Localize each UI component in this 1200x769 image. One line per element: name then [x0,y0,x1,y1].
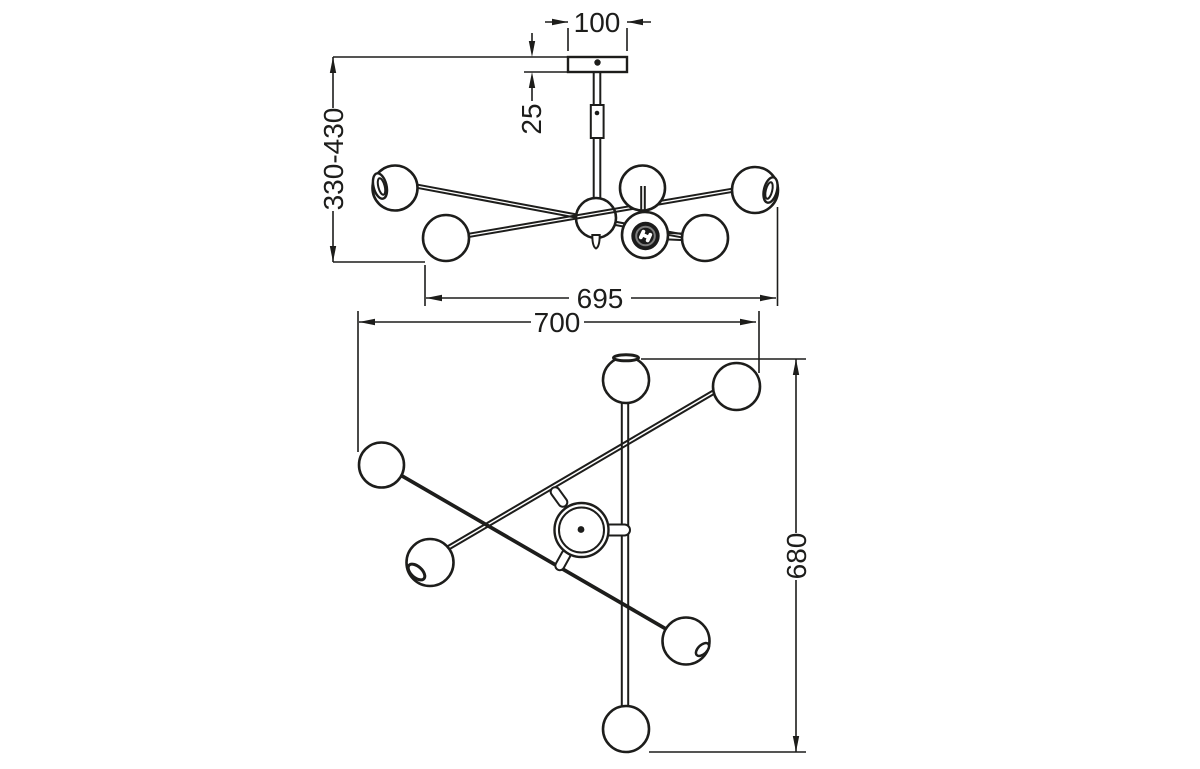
arm-rod-up-right [446,386,721,551]
dim-arrow [528,72,536,88]
dimension-canopy-height: 25 [516,33,568,135]
side-view: 100 25 330-430 [318,7,780,314]
dim-label-top-depth: 680 [781,533,812,580]
glass-sphere-bottom-center [601,704,651,754]
glass-sphere-right [661,616,711,666]
bulb-socket-detail [631,221,660,251]
ceiling-plate-screw [594,59,601,66]
hub-finial [591,234,601,250]
dim-arrow [329,57,337,73]
dim-label-canopy-height: 25 [516,103,547,134]
dim-arrow [740,318,756,326]
dim-label-overall-height: 330-430 [318,108,349,211]
stem-joint [589,104,605,139]
sphere-opening [694,641,711,658]
dim-arrow [528,41,536,57]
glass-sphere-lower-left [405,537,455,588]
glass-sphere-right-mid [680,213,730,263]
dimension-front-width: 695 [424,207,779,314]
glass-sphere-upper-mid [618,164,667,212]
sphere-opening [612,353,640,363]
top-view: 700 680 [357,307,812,754]
dimension-top-depth: 680 [641,358,812,753]
dim-arrow [552,18,568,26]
dim-arrow [792,359,800,375]
dimension-overall-height: 330-430 [318,56,568,263]
dim-label-canopy-width: 100 [574,7,621,38]
ceiling-canopy-top-view [553,501,610,559]
sphere-opening-inner [376,177,387,196]
dim-label-front-width: 695 [577,283,624,314]
arm-rod-vertical [620,388,630,714]
dim-arrow [359,318,375,326]
dim-arrow [627,18,643,26]
side-view-fixture [371,55,780,263]
canopy-stub-upper-left [549,486,569,508]
dim-arrow [426,294,442,302]
dim-label-top-width: 700 [534,307,581,338]
glass-sphere-top-right [711,361,762,412]
glass-sphere-left [357,441,406,489]
dim-arrow [329,246,337,262]
glass-sphere-lower-left [421,213,471,263]
dim-arrow [760,294,776,302]
sphere-opening-inner [764,181,774,200]
dim-arrow [792,736,800,752]
dimension-canopy-width: 100 [545,7,651,51]
stem-joint-screw [594,110,600,116]
arm-rod-down-right [395,470,671,634]
glass-sphere-top-center [601,355,651,405]
sphere-opening [406,562,427,582]
dimension-top-width: 700 [357,307,760,452]
canopy-center-screw [577,526,585,533]
arm-rod-b [464,187,735,239]
